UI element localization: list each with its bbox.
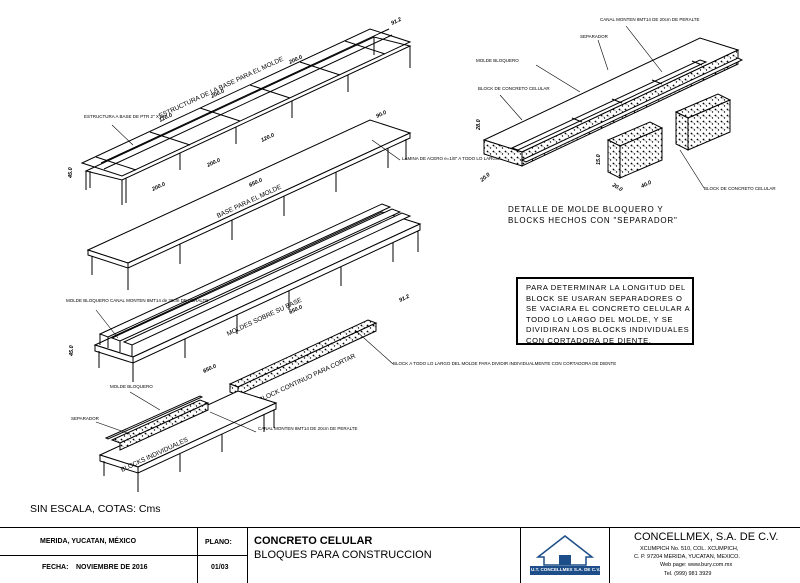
molds-legs <box>98 231 419 382</box>
dim-200-c: 200.0 <box>209 89 225 101</box>
dim-200-a: 200.0 <box>150 182 166 194</box>
dim-650-c: 650.0 <box>202 364 217 375</box>
dim-650-b: 650.0 <box>288 305 303 316</box>
dim-20-a: 20.0 <box>479 172 492 184</box>
leader-lamina <box>371 139 401 161</box>
label-molde-bloquero-small: MOLDE BLOQUERO <box>110 384 153 389</box>
dim-15: 15.0 <box>596 154 602 165</box>
drawing-subtitle: BLOQUES PARA CONSTRUCCION <box>254 549 432 561</box>
label-separador-left: SEPARADOR <box>71 416 100 421</box>
dim-650-a: 650.0 <box>248 178 263 189</box>
dim-120-b: 120.0 <box>158 113 173 124</box>
company-address-2: C. P. 97204 MERIDA, YUCATAN, MEXICO. <box>634 554 740 560</box>
detail-caption: DETALLE DE MOLDE BLOQUERO Y BLOCKS HECHO… <box>508 204 678 226</box>
dim-28: 28.0 <box>476 119 482 131</box>
logo-text: U.T. CONCELLMEX S.A. DE C.V. <box>531 567 601 572</box>
company-logo: U.T. CONCELLMEX S.A. DE C.V. <box>528 533 602 577</box>
company-address-1: XCUMPICH No. 510, COL. XCUMPICH, <box>640 546 739 552</box>
fecha-label: FECHA: <box>42 564 69 571</box>
note-box: PARA DETERMINAR LA LONGITUD DEL BLOCK SE… <box>516 277 694 345</box>
base-plate <box>86 119 412 269</box>
leader-molde-left <box>95 309 119 339</box>
label-lamina: LAMINA DE ACERO e=1/8" A TODO LO LARGO D… <box>402 156 527 161</box>
leader-block-right <box>679 149 705 189</box>
label-block-todo-largo: BLOCK A TODO LO LARGO DEL MOLDE PARA DIV… <box>393 361 616 366</box>
isometric-drawing: 91.2 45.0 200.0 200.0 120.0 200.0 200.0 … <box>66 17 776 492</box>
dim-90: 90.0 <box>375 110 387 120</box>
label-estructura-ptr: ESTRUCTURA A BASE DE PTR 2" X 2" <box>84 114 165 119</box>
title-block: MERIDA, YUCATAN, MÉXICO FECHA: NOVIEMBRE… <box>0 527 800 583</box>
scale-note: SIN ESCALA, COTAS: Cms <box>30 503 161 515</box>
drawing-title: CONCRETO CELULAR <box>254 535 373 547</box>
dim-91-2-b: 91.2 <box>398 294 410 304</box>
detail-mold <box>482 37 744 167</box>
dim-45-a: 45.0 <box>68 167 74 179</box>
label-molde-bloquero-right: MOLDE BLOQUERO <box>476 58 519 63</box>
leader-block-todo <box>354 329 394 365</box>
company-tel: Tel. (999) 981 3929 <box>664 571 712 577</box>
location: MERIDA, YUCATAN, MÉXICO <box>40 538 137 545</box>
house-logo-icon <box>530 535 600 575</box>
caption-line-2: BLOCKS HECHOS CON "SEPARADOR" <box>508 216 678 225</box>
dim-200-d: 200.0 <box>287 55 303 67</box>
company-name: CONCELLMEX, S.A. DE C.V. <box>634 531 779 543</box>
dim-40: 40.0 <box>639 180 652 190</box>
detail-blocks <box>606 93 732 179</box>
fecha-value: NOVIEMBRE DE 2016 <box>76 564 148 571</box>
dim-200-b: 200.0 <box>205 158 221 170</box>
label-canal-monten-left: CANAL MONTEN 8MT14 DE 20cm DE PERALTE <box>258 426 358 431</box>
dim-91-2-a: 91.2 <box>390 17 402 27</box>
blocks-legs <box>103 410 275 492</box>
leaders-blocks <box>95 391 257 435</box>
plano-value: 01/03 <box>211 564 229 571</box>
plano-label: PLANO: <box>205 539 232 546</box>
leader-estructura <box>111 124 134 146</box>
base-structure-frame <box>80 28 412 205</box>
label-canal-monten-right: CANAL MONTEN 8MT14 DE 20cm DE PERALTE <box>600 17 700 22</box>
dim-120-a: 120.0 <box>260 133 275 144</box>
leaders-detail <box>499 25 663 121</box>
individual-blocks-assembly <box>98 390 278 474</box>
label-block-concreto-right: BLOCK DE CONCRETO CELULAR <box>704 186 776 191</box>
company-web: Web page: www.bury.com.mx <box>660 562 733 568</box>
dim-45-b: 45.0 <box>69 345 75 357</box>
label-separador-right: SEPARADOR <box>580 34 609 39</box>
dim-20-b: 20.0 <box>610 182 623 193</box>
frame-dimensions: 91.2 45.0 200.0 200.0 120.0 200.0 200.0 … <box>68 17 403 193</box>
molds-on-base <box>93 203 422 364</box>
caption-line-1: DETALLE DE MOLDE BLOQUERO Y <box>508 205 664 214</box>
label-molde-bloquero-left: MOLDE BLOQUERO CANAL MONTEN 8MT14 de 20c… <box>66 298 208 303</box>
label-block-concreto-left: BLOCK DE CONCRETO CELULAR <box>478 86 550 91</box>
